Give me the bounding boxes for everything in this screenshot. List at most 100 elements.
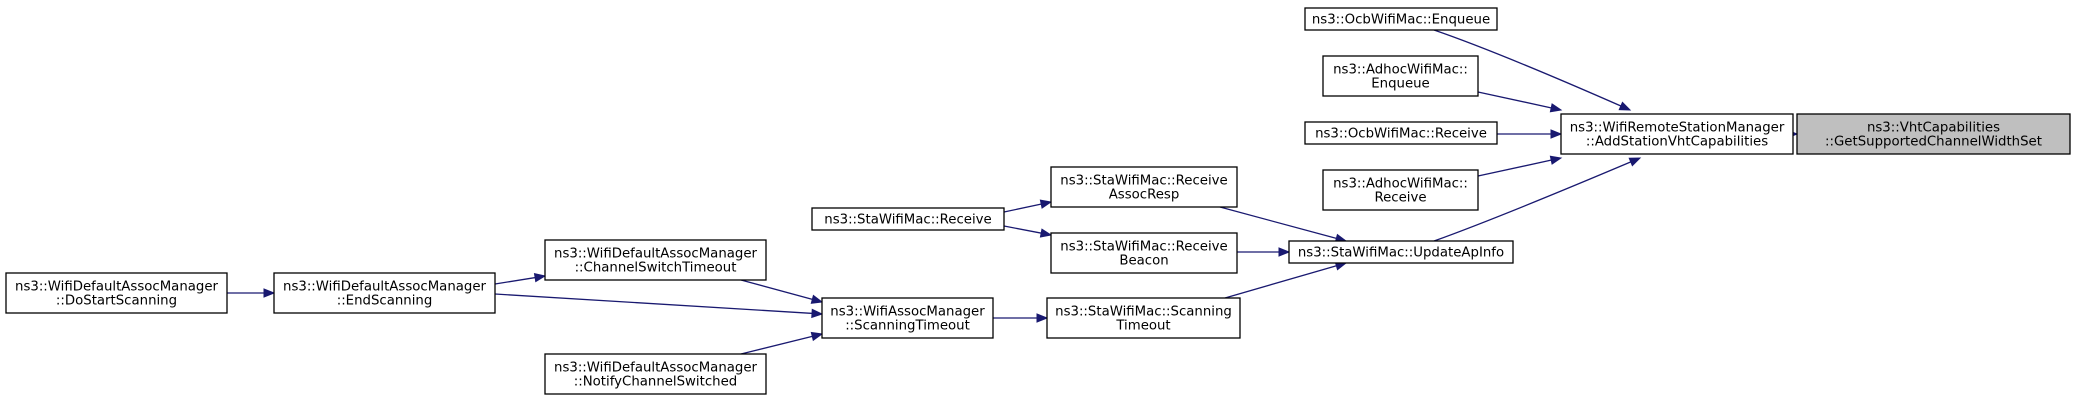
node-label-line: ns3::StaWifiMac::Scanning [1055, 305, 1232, 320]
caller-function-node[interactable]: ns3::StaWifiMac::ScanningTimeout [1046, 297, 1241, 339]
edge-line [1477, 91, 1553, 109]
edge-line [1003, 225, 1043, 234]
node-box [821, 297, 994, 339]
node-label-line: ::AddStationVhtCapabilities [1586, 135, 1768, 150]
node-label-line: ::EndScanning [337, 294, 433, 309]
node-label-line: ns3::VhtCapabilities [1867, 121, 2000, 136]
caller-function-node[interactable]: ns3::OcbWifiMac::Enqueue [1304, 7, 1498, 31]
caller-function-node[interactable]: ns3::OcbWifiMac::Receive [1304, 121, 1498, 145]
node-label-line: ns3::StaWifiMac::Receive [1060, 174, 1227, 189]
edge-n15-to-n13 [227, 288, 276, 298]
caller-function-node[interactable]: ns3::StaWifiMac::UpdateApInfo [1288, 240, 1514, 264]
edge-n10-to-n8 [1003, 225, 1053, 238]
edge-n2-to-n1 [1433, 29, 1632, 111]
node-label-line: ns3::AdhocWifiMac:: [1333, 177, 1468, 192]
edges-layer [227, 29, 1799, 355]
node-label-line: ::ScanningTimeout [845, 319, 970, 334]
edge-line [740, 279, 814, 301]
node-label-line: ns3::WifiAssocManager [830, 305, 985, 320]
edge-n12-to-n11 [740, 279, 824, 304]
arrowhead [810, 294, 824, 304]
node-label-line: ns3::WifiDefaultAssocManager [554, 247, 757, 262]
arrowhead [263, 288, 276, 298]
arrowhead [810, 331, 824, 342]
root-function-node: ns3::VhtCapabilities::GetSupportedChanne… [1796, 113, 2071, 155]
node-label-line: ns3::WifiDefaultAssocManager [15, 280, 218, 295]
caller-function-node[interactable]: ns3::WifiAssocManager::ScanningTimeout [821, 297, 994, 339]
node-label-line: ns3::WifiDefaultAssocManager [554, 361, 757, 376]
node-box [273, 272, 496, 314]
edge-n8-to-n6 [1237, 247, 1291, 257]
node-box [544, 239, 767, 281]
node-label-line: ns3::StaWifiMac::Receive [1060, 240, 1227, 255]
node-label-line: Beacon [1119, 254, 1168, 269]
node-box [1288, 240, 1514, 264]
node-box [5, 272, 228, 314]
node-label-line: Receive [1374, 191, 1426, 206]
caller-function-node[interactable]: ns3::StaWifiMac::Receive [811, 207, 1005, 231]
edge-n9-to-n6 [1224, 261, 1348, 299]
node-box [1322, 55, 1479, 97]
node-label-line: ns3::AdhocWifiMac:: [1333, 63, 1468, 78]
arrowhead [1039, 228, 1053, 238]
caller-function-node[interactable]: ns3::WifiDefaultAssocManager::DoStartSca… [5, 272, 228, 314]
arrowhead [1618, 101, 1632, 111]
edge-line [494, 293, 814, 315]
caller-function-node[interactable]: ns3::AdhocWifiMac::Receive [1322, 169, 1479, 211]
arrowhead [1549, 155, 1563, 165]
edge-n13-to-n11 [494, 293, 824, 319]
edge-n11-to-n9 [993, 313, 1049, 323]
caller-function-node[interactable]: ns3::WifiDefaultAssocManager::NotifyChan… [544, 353, 767, 395]
edge-n4-to-n1 [1497, 129, 1563, 139]
node-label-line: ns3::OcbWifiMac::Enqueue [1312, 13, 1490, 28]
node-box [1304, 121, 1498, 145]
node-box [1304, 7, 1498, 31]
edge-line [1477, 159, 1553, 177]
node-box [1050, 232, 1238, 274]
nodes-layer: ns3::VhtCapabilities::GetSupportedChanne… [5, 7, 2071, 395]
edge-n10-to-n7 [1003, 199, 1053, 213]
node-label-line: Enqueue [1371, 77, 1430, 92]
arrowhead [1550, 129, 1563, 139]
edge-line [494, 276, 537, 285]
edge-line [1003, 203, 1043, 213]
arrowhead [1036, 313, 1049, 323]
edge-line [1433, 160, 1632, 242]
edge-n7-to-n6 [1219, 206, 1348, 243]
node-label-line: ns3::WifiDefaultAssocManager [283, 280, 486, 295]
edge-line [740, 335, 814, 355]
caller-function-node[interactable]: ns3::WifiRemoteStationManager::AddStatio… [1560, 113, 1794, 155]
node-label-line: ns3::StaWifiMac::UpdateApInfo [1298, 246, 1504, 261]
edge-n6-to-n1 [1433, 157, 1642, 242]
caller-function-node[interactable]: ns3::AdhocWifiMac::Enqueue [1322, 55, 1479, 97]
node-label-line: ::ChannelSwitchTimeout [575, 261, 737, 276]
caller-function-node[interactable]: ns3::WifiDefaultAssocManager::EndScannin… [273, 272, 496, 314]
node-label-line: ns3::OcbWifiMac::Receive [1315, 127, 1487, 142]
edge-line [1219, 206, 1338, 240]
edge-n13-to-n12 [494, 272, 547, 285]
arrowhead [1039, 199, 1053, 209]
edge-line [1433, 29, 1623, 107]
edge-n5-to-n1 [1477, 155, 1563, 177]
node-label-line: AssocResp [1109, 188, 1180, 203]
edge-n14-to-n11 [740, 331, 824, 355]
arrowhead [811, 308, 824, 319]
node-label-line: ns3::WifiRemoteStationManager [1570, 121, 1785, 136]
arrowhead [1549, 103, 1563, 113]
node-label-line: ::NotifyChannelSwitched [574, 375, 737, 390]
node-box [1322, 169, 1479, 211]
arrowhead [1278, 247, 1291, 257]
arrowhead [533, 272, 547, 283]
node-label-line: ns3::StaWifiMac::Receive [824, 213, 991, 228]
edge-line [1224, 264, 1338, 299]
caller-function-node[interactable]: ns3::WifiDefaultAssocManager::ChannelSwi… [544, 239, 767, 281]
edge-n3-to-n1 [1477, 91, 1563, 113]
node-box [1796, 113, 2071, 155]
node-box [1050, 166, 1238, 208]
node-label-line: ::GetSupportedChannelWidthSet [1825, 135, 2042, 150]
node-label-line: ::DoStartScanning [56, 294, 177, 309]
node-box [1046, 297, 1241, 339]
